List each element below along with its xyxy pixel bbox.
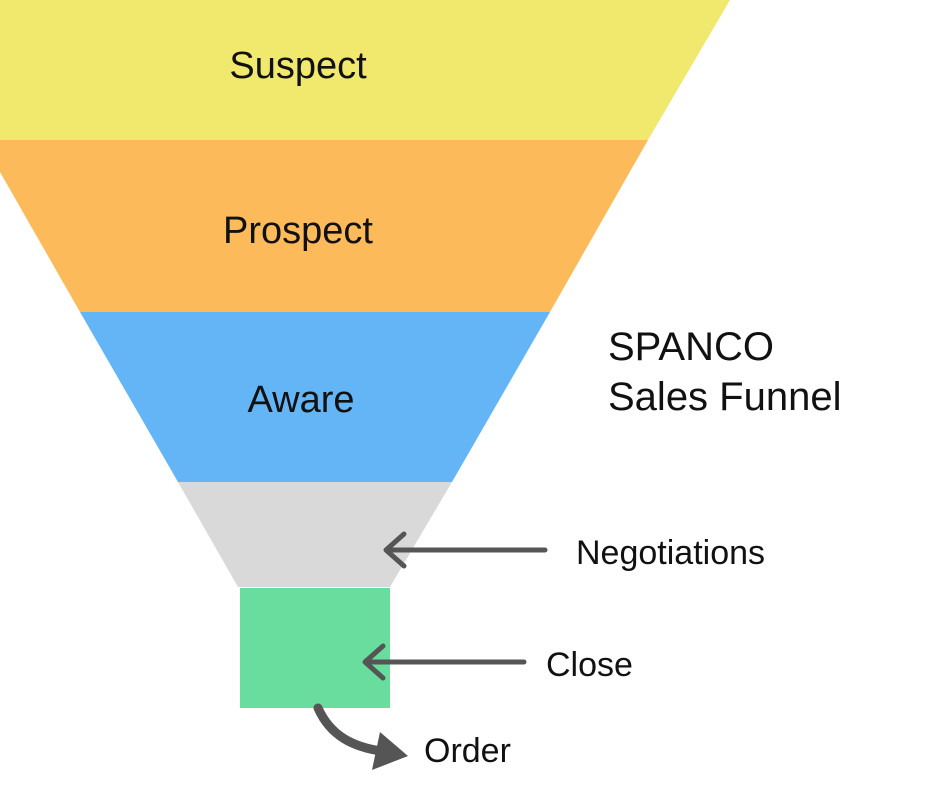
close-label: Close bbox=[546, 646, 633, 684]
funnel-stage-negotiations bbox=[178, 482, 452, 587]
funnel-stage-aware bbox=[80, 312, 550, 482]
funnel-stage-close bbox=[240, 588, 390, 708]
stage-label-aware: Aware bbox=[247, 379, 354, 421]
funnel-stage-prospect bbox=[0, 140, 648, 312]
order-label: Order bbox=[424, 732, 511, 770]
stage-label-prospect: Prospect bbox=[223, 210, 373, 252]
order-curved-arrow bbox=[313, 703, 408, 770]
diagram-title-line-2: Sales Funnel bbox=[608, 375, 841, 419]
negotiations-pointer-arrow bbox=[383, 531, 548, 569]
funnel-stage-suspect bbox=[0, 0, 730, 140]
close-pointer-arrow bbox=[362, 643, 527, 681]
stage-label-suspect: Suspect bbox=[229, 45, 367, 87]
negotiations-label: Negotiations bbox=[576, 534, 765, 572]
diagram-title-line-1: SPANCO bbox=[608, 325, 774, 369]
